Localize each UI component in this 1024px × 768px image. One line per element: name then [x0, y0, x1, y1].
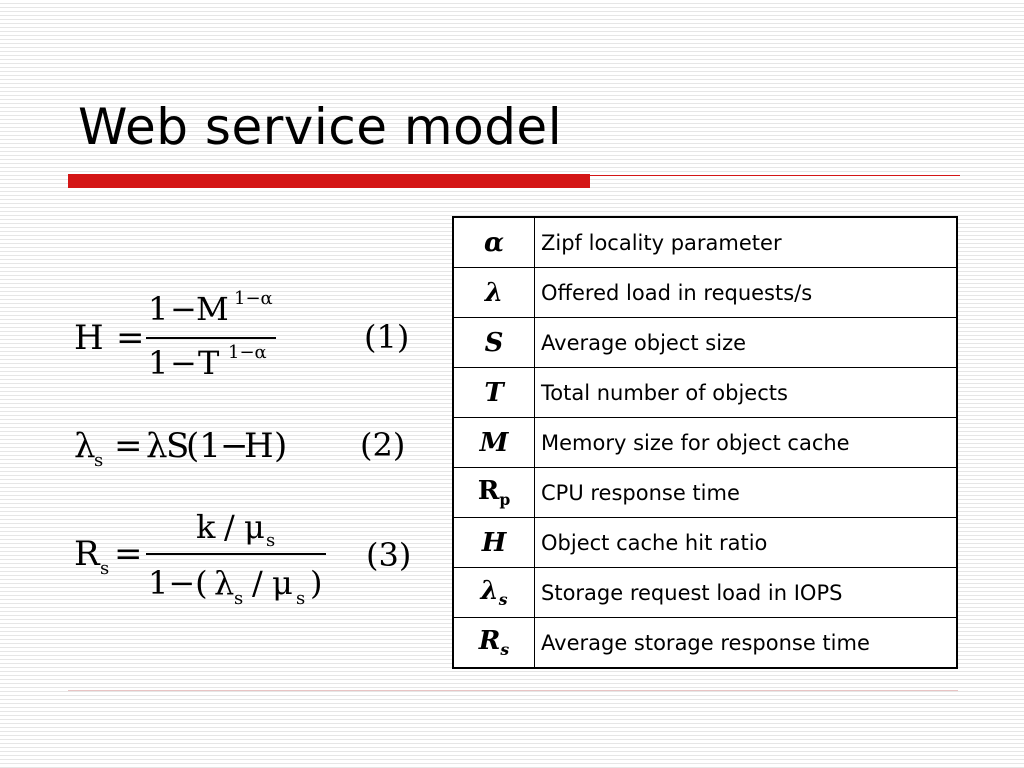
eq1-num-var: M: [196, 290, 229, 328]
eq3-den-slash: /: [252, 564, 263, 602]
eq1-den-exp: 1−α: [228, 342, 267, 363]
variable-symbol-letter: T: [484, 377, 504, 408]
variable-description: Storage request load in IOPS: [534, 567, 958, 618]
eq2-equals: =: [114, 426, 143, 466]
eq1-lhs: H: [74, 318, 104, 358]
eq3-fraction-bar: [146, 553, 326, 555]
eq2-lhs-var: λ: [74, 426, 96, 466]
variable-symbol-subscript: p: [499, 490, 511, 510]
variable-symbol: λs: [452, 567, 535, 618]
variable-description: Object cache hit ratio: [534, 517, 958, 568]
eq3-num-sub: s: [266, 530, 276, 551]
variable-row: M Memory size for object cache: [452, 417, 958, 468]
eq1-fraction-bar: [146, 337, 276, 339]
eq1-den-var: T: [198, 344, 220, 382]
variable-symbol-letter: α: [483, 227, 504, 258]
title-accent-bar: [68, 174, 590, 188]
eq2-rhs-open: (1: [186, 426, 221, 466]
eq3-num-mu: μ: [244, 508, 265, 546]
eq1-equals: =: [116, 318, 145, 358]
variable-description: Average object size: [534, 317, 958, 368]
variable-row: λ Offered load in requests/s: [452, 267, 958, 318]
variable-description: Offered load in requests/s: [534, 267, 958, 318]
eq2-rhs-close: ): [274, 426, 288, 466]
eq2-number: (2): [360, 426, 406, 464]
variable-symbol-letter: λ: [484, 277, 504, 308]
variable-symbol: S: [452, 317, 535, 368]
eq2-rhs-minus: −: [220, 426, 249, 466]
eq3-num-slash: /: [224, 508, 235, 546]
variable-symbol-letter: S: [484, 327, 504, 358]
eq2-rhs-lambda: λ: [146, 426, 168, 466]
variable-table-body: α Zipf locality parameter λ Offered load in…: [452, 216, 958, 669]
eq3-equals: =: [114, 534, 143, 574]
eq3-den-open: 1−(: [148, 564, 208, 602]
variable-row: H Object cache hit ratio: [452, 517, 958, 568]
variable-symbol-letter: λ: [480, 575, 499, 606]
eq3-den-mu-sub: s: [296, 588, 306, 609]
eq3-den-lambda-sub: s: [234, 588, 244, 609]
eq1-num-exp: 1−α: [234, 288, 273, 309]
variable-symbol: λ: [452, 267, 535, 318]
eq3-num-k: k: [196, 508, 216, 546]
eq3-lhs-sub: s: [100, 558, 110, 579]
variable-symbol-subscript: s: [498, 590, 508, 610]
variable-symbol: M: [452, 417, 535, 468]
variable-row: S Average object size: [452, 317, 958, 368]
slide-title: Web service model: [78, 98, 563, 156]
variable-symbol-letter: R: [477, 475, 500, 506]
variable-symbol: Rs: [452, 617, 535, 669]
eq1-num-one: 1: [148, 290, 169, 328]
variable-row: α Zipf locality parameter: [452, 216, 958, 268]
eq3-lhs-var: R: [74, 534, 100, 574]
variable-row: T Total number of objects: [452, 367, 958, 418]
eq3-den-mu: μ: [272, 564, 293, 602]
variable-symbol-letter: M: [479, 427, 509, 458]
eq1-den-minus: −: [170, 344, 197, 382]
eq1-number: (1): [364, 318, 410, 356]
variable-table: α Zipf locality parameter λ Offered load in…: [452, 216, 958, 669]
variable-description: CPU response time: [534, 467, 958, 518]
variable-symbol: Rp: [452, 467, 535, 518]
variable-symbol-letter: R: [478, 625, 501, 656]
eq2-rhs-h: H: [244, 426, 274, 466]
eq2-lhs-sub: s: [94, 450, 104, 471]
variable-symbol: α: [452, 216, 535, 268]
variable-description: Average storage response time: [534, 617, 958, 669]
variable-description: Zipf locality parameter: [534, 216, 958, 268]
eq3-den-close: ): [310, 564, 323, 602]
variable-symbol: H: [452, 517, 535, 568]
variable-symbol-subscript: s: [500, 640, 510, 660]
footer-divider: [68, 690, 958, 691]
variable-description: Memory size for object cache: [534, 417, 958, 468]
eq3-den-lambda: λ: [214, 564, 235, 602]
title-accent-line: [590, 175, 960, 176]
variable-symbol-letter: H: [481, 527, 507, 558]
variable-description: Total number of objects: [534, 367, 958, 418]
eq3-number: (3): [366, 536, 412, 574]
eq2-rhs-s: S: [166, 426, 190, 466]
eq1-num-minus: −: [170, 290, 197, 328]
variable-symbol: T: [452, 367, 535, 418]
eq1-den-one: 1: [148, 344, 169, 382]
